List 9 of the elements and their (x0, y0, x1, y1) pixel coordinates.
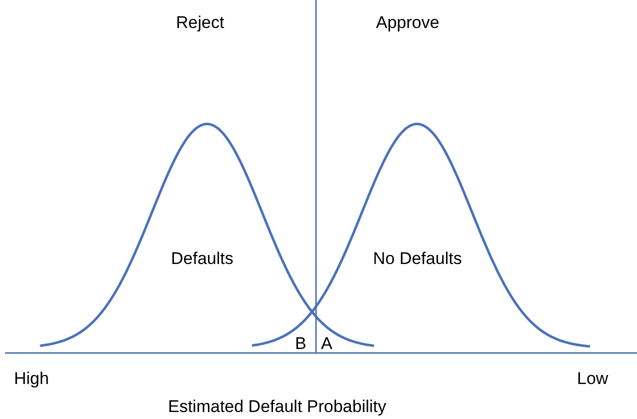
label-text: Approve (376, 12, 440, 34)
label-text: A (321, 333, 332, 355)
label-text: Defaults (171, 248, 234, 270)
label-text: B (295, 333, 306, 355)
label-text: Low (577, 368, 608, 390)
label-text: Estimated Default Probability (168, 396, 386, 418)
label-text: Reject (176, 12, 224, 34)
label-text: High (14, 368, 49, 390)
label-text: No Defaults (373, 248, 463, 270)
